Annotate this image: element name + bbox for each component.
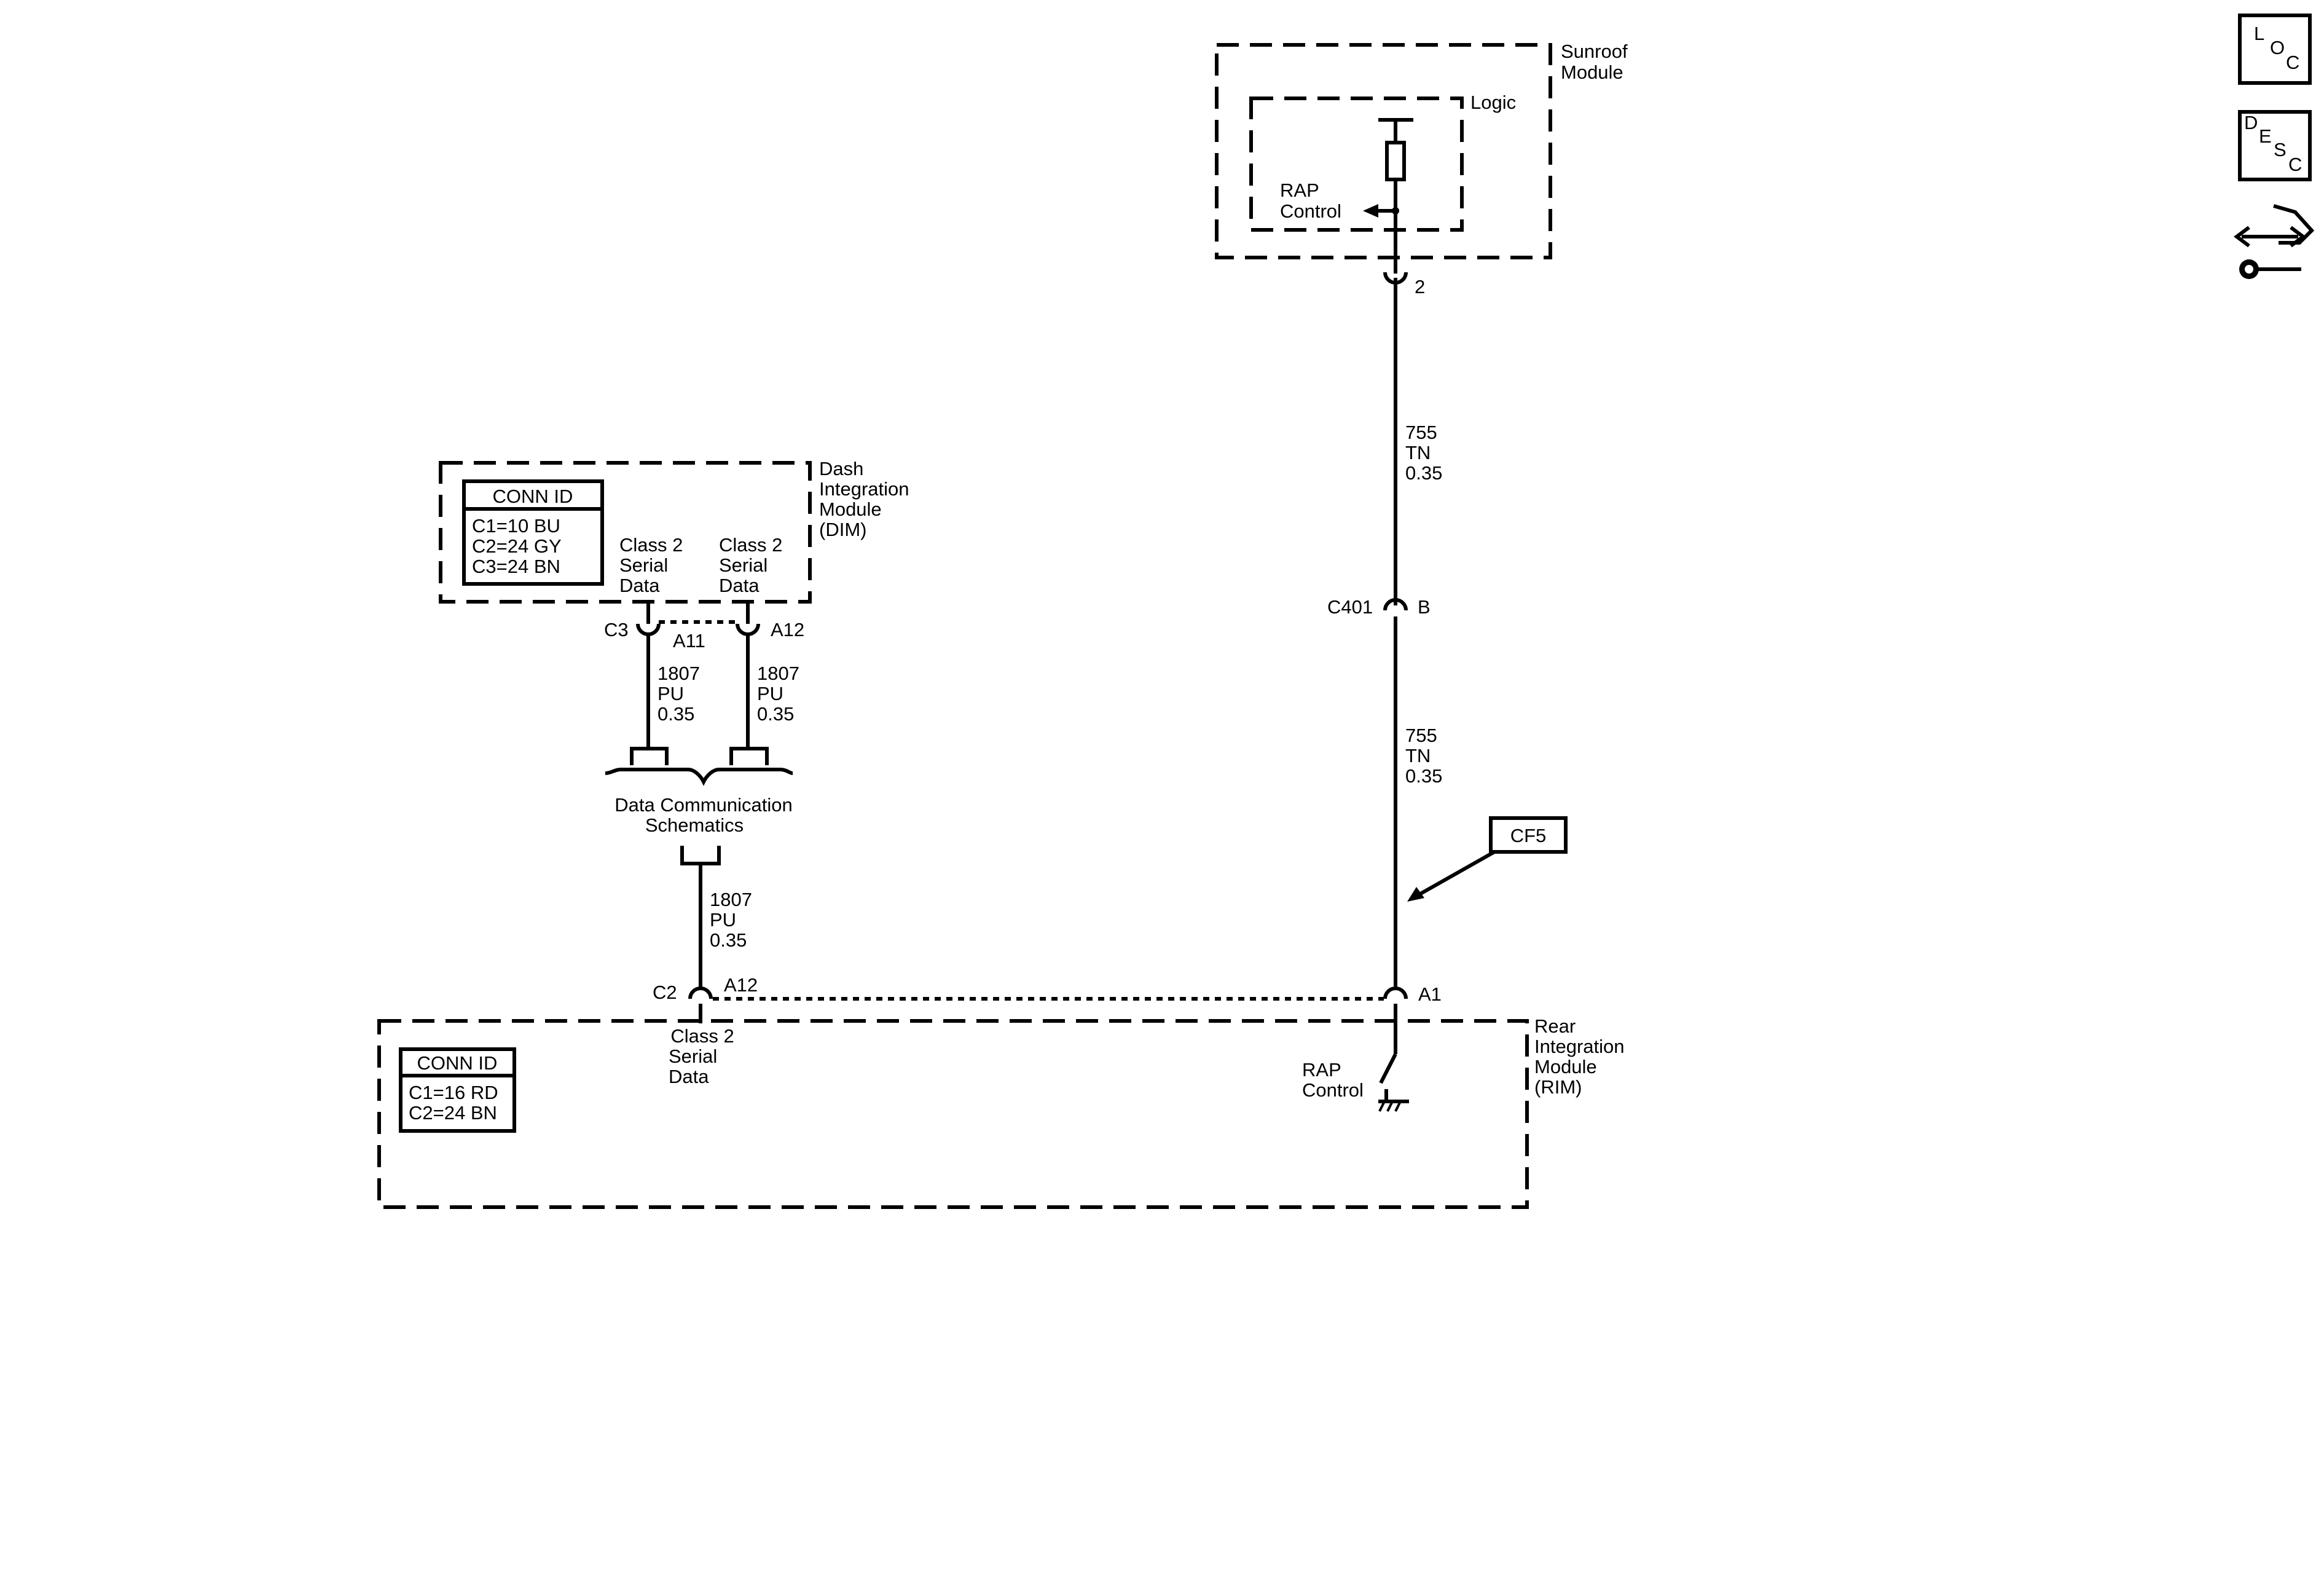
wire-upper-circuit: 755 — [1405, 422, 1437, 443]
dim-conn-id-c2: C2=24 GY — [472, 535, 562, 557]
ground-icon — [1378, 1101, 1402, 1112]
rim-pin-a12 — [688, 986, 713, 1023]
wire-lower-gauge: 0.35 — [1405, 765, 1442, 787]
dim-signal-left-1: Class 2 — [619, 534, 683, 556]
dim-pin-a11 — [636, 601, 661, 636]
desc-letter-c: C — [2288, 154, 2302, 175]
dim-signal-left-3: Data — [619, 575, 660, 596]
dim-connector-label: C3 — [604, 619, 629, 640]
loc-letter-o: O — [2270, 37, 2285, 58]
rim-label-2: Integration — [1534, 1036, 1625, 1057]
dim-pin-a12-label: A12 — [771, 619, 804, 640]
desc-button[interactable]: D E S C — [2238, 110, 2312, 181]
rim-connector-label: C2 — [653, 982, 677, 1003]
pull-up-resistor-icon — [1363, 118, 1413, 258]
dim-label-4: (DIM) — [819, 519, 866, 540]
desc-letter-s: S — [2274, 139, 2287, 160]
rim-signal-2: Serial — [669, 1045, 717, 1067]
dim-label-1: Dash — [819, 458, 863, 479]
dim-conn-id-c3: C3=24 BN — [472, 556, 560, 577]
connector-tools-icon[interactable] — [2234, 204, 2315, 279]
sunroof-module-label-2: Module — [1561, 61, 1623, 83]
logic-label: Logic — [1470, 92, 1516, 113]
splice-ref-line-2[interactable]: Schematics — [645, 814, 744, 836]
dim-wire-right-circuit: 1807 — [757, 663, 799, 684]
dim-signal-right-1: Class 2 — [719, 534, 782, 556]
sunroof-module-label: Sunroof — [1561, 41, 1628, 62]
rim-conn-id-table: CONN ID C1=16 RD C2=24 BN — [399, 1047, 516, 1133]
rim-pin-a1-label: A1 — [1418, 983, 1442, 1005]
dim-signal-left-2: Serial — [619, 554, 668, 576]
dim-label-3: Module — [819, 498, 882, 520]
desc-letter-d: D — [2244, 112, 2258, 133]
sunroof-rap-label: RAP — [1280, 179, 1319, 201]
dim-pin-a12 — [736, 601, 760, 636]
rim-label-4: (RIM) — [1534, 1076, 1582, 1098]
callout-arrow-icon — [1407, 887, 1424, 902]
loc-letter-c: C — [2286, 52, 2299, 73]
sunroof-pin-number: 2 — [1415, 276, 1425, 297]
rap-switch-icon — [1378, 1023, 1409, 1103]
rim-conn-id-c1: C1=16 RD — [409, 1082, 498, 1103]
rim-conn-id-title: CONN ID — [417, 1052, 498, 1074]
dim-module-box — [439, 461, 812, 604]
dim-wire-right-color: PU — [757, 683, 783, 704]
dim-conn-id-title: CONN ID — [493, 486, 573, 507]
rim-label-1: Rear — [1534, 1015, 1576, 1037]
loc-letter-l: L — [2254, 23, 2264, 44]
rim-conn-id-c2: C2=24 BN — [409, 1102, 497, 1124]
dim-wire-right-gauge: 0.35 — [757, 703, 794, 725]
dim-wire-left-color: PU — [658, 683, 684, 704]
wire-lower-color: TN — [1405, 745, 1431, 766]
cf5-callout[interactable]: CF5 — [1407, 816, 1568, 902]
dim-pin-a11-label: A11 — [673, 630, 705, 652]
wire-lower-circuit: 755 — [1405, 725, 1437, 746]
loc-button[interactable]: L O C — [2238, 14, 2312, 85]
c401-pin-label: B — [1418, 596, 1431, 618]
c401-label: C401 — [1327, 596, 1373, 618]
rim-control-label: Control — [1302, 1079, 1364, 1101]
dim-signal-right-2: Serial — [719, 554, 767, 576]
dim-wire-left-gauge: 0.35 — [658, 703, 694, 725]
c401-connector — [1383, 598, 1408, 636]
rim-pin-a1 — [1383, 986, 1408, 1023]
dim-wire-left-circuit: 1807 — [658, 663, 700, 684]
rim-wire-color: PU — [710, 909, 736, 931]
rim-wire-gauge: 0.35 — [710, 929, 747, 951]
rim-signal-3: Data — [669, 1066, 709, 1087]
dim-conn-id-table: CONN ID C1=10 BU C2=24 GY C3=24 BN — [462, 479, 604, 586]
cf5-label: CF5 — [1510, 825, 1547, 846]
dim-label-2: Integration — [819, 478, 909, 500]
rim-rap-label: RAP — [1302, 1059, 1341, 1081]
rim-module-box — [377, 1019, 1529, 1209]
sunroof-control-label: Control — [1280, 200, 1341, 222]
rim-wire-circuit: 1807 — [710, 889, 752, 910]
arrow-left-icon — [1363, 204, 1378, 218]
logic-box — [1249, 96, 1464, 232]
wire-upper-color: TN — [1405, 442, 1431, 463]
wire-upper-gauge: 0.35 — [1405, 462, 1442, 484]
desc-letter-e: E — [2259, 125, 2272, 147]
dim-signal-right-3: Data — [719, 575, 760, 596]
rim-label-3: Module — [1534, 1056, 1597, 1077]
rim-pin-a12-label: A12 — [724, 974, 758, 996]
splice-ref-line-1[interactable]: Data Communication — [614, 794, 792, 816]
dim-conn-id-c1: C1=10 BU — [472, 515, 560, 537]
sunroof-module-box — [1215, 43, 1552, 259]
rim-signal-1: Class 2 — [670, 1025, 734, 1047]
